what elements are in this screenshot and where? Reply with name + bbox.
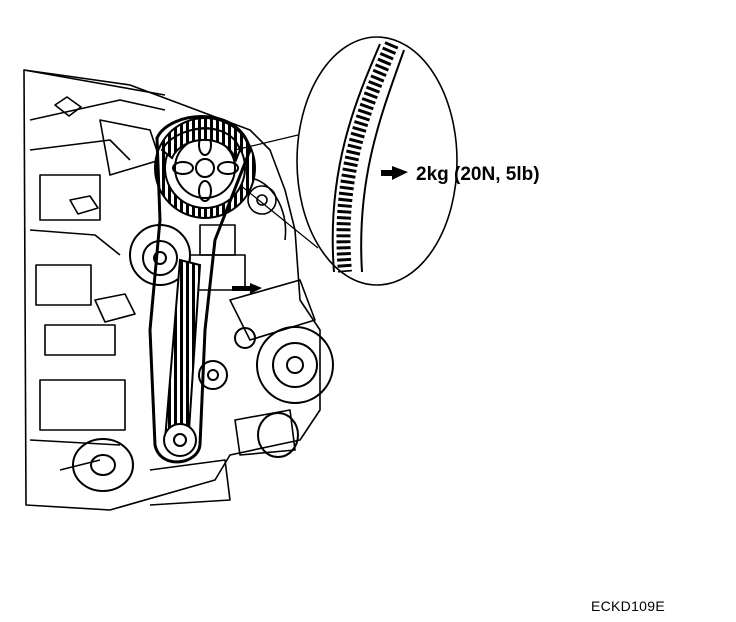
crankshaft-sprocket (163, 423, 197, 457)
figure-id-label: ECKD109E (591, 598, 665, 614)
water-pump-pulley (198, 326, 334, 404)
tension-spec-label: 2kg (20N, 5lb) (416, 164, 540, 185)
timing-belt (148, 115, 252, 464)
inset-leader-lines (234, 134, 319, 249)
magnified-belt-inset (296, 36, 458, 286)
engine-block (23, 69, 321, 511)
pointer-arrow (232, 283, 262, 294)
crank-pulley (72, 412, 299, 492)
